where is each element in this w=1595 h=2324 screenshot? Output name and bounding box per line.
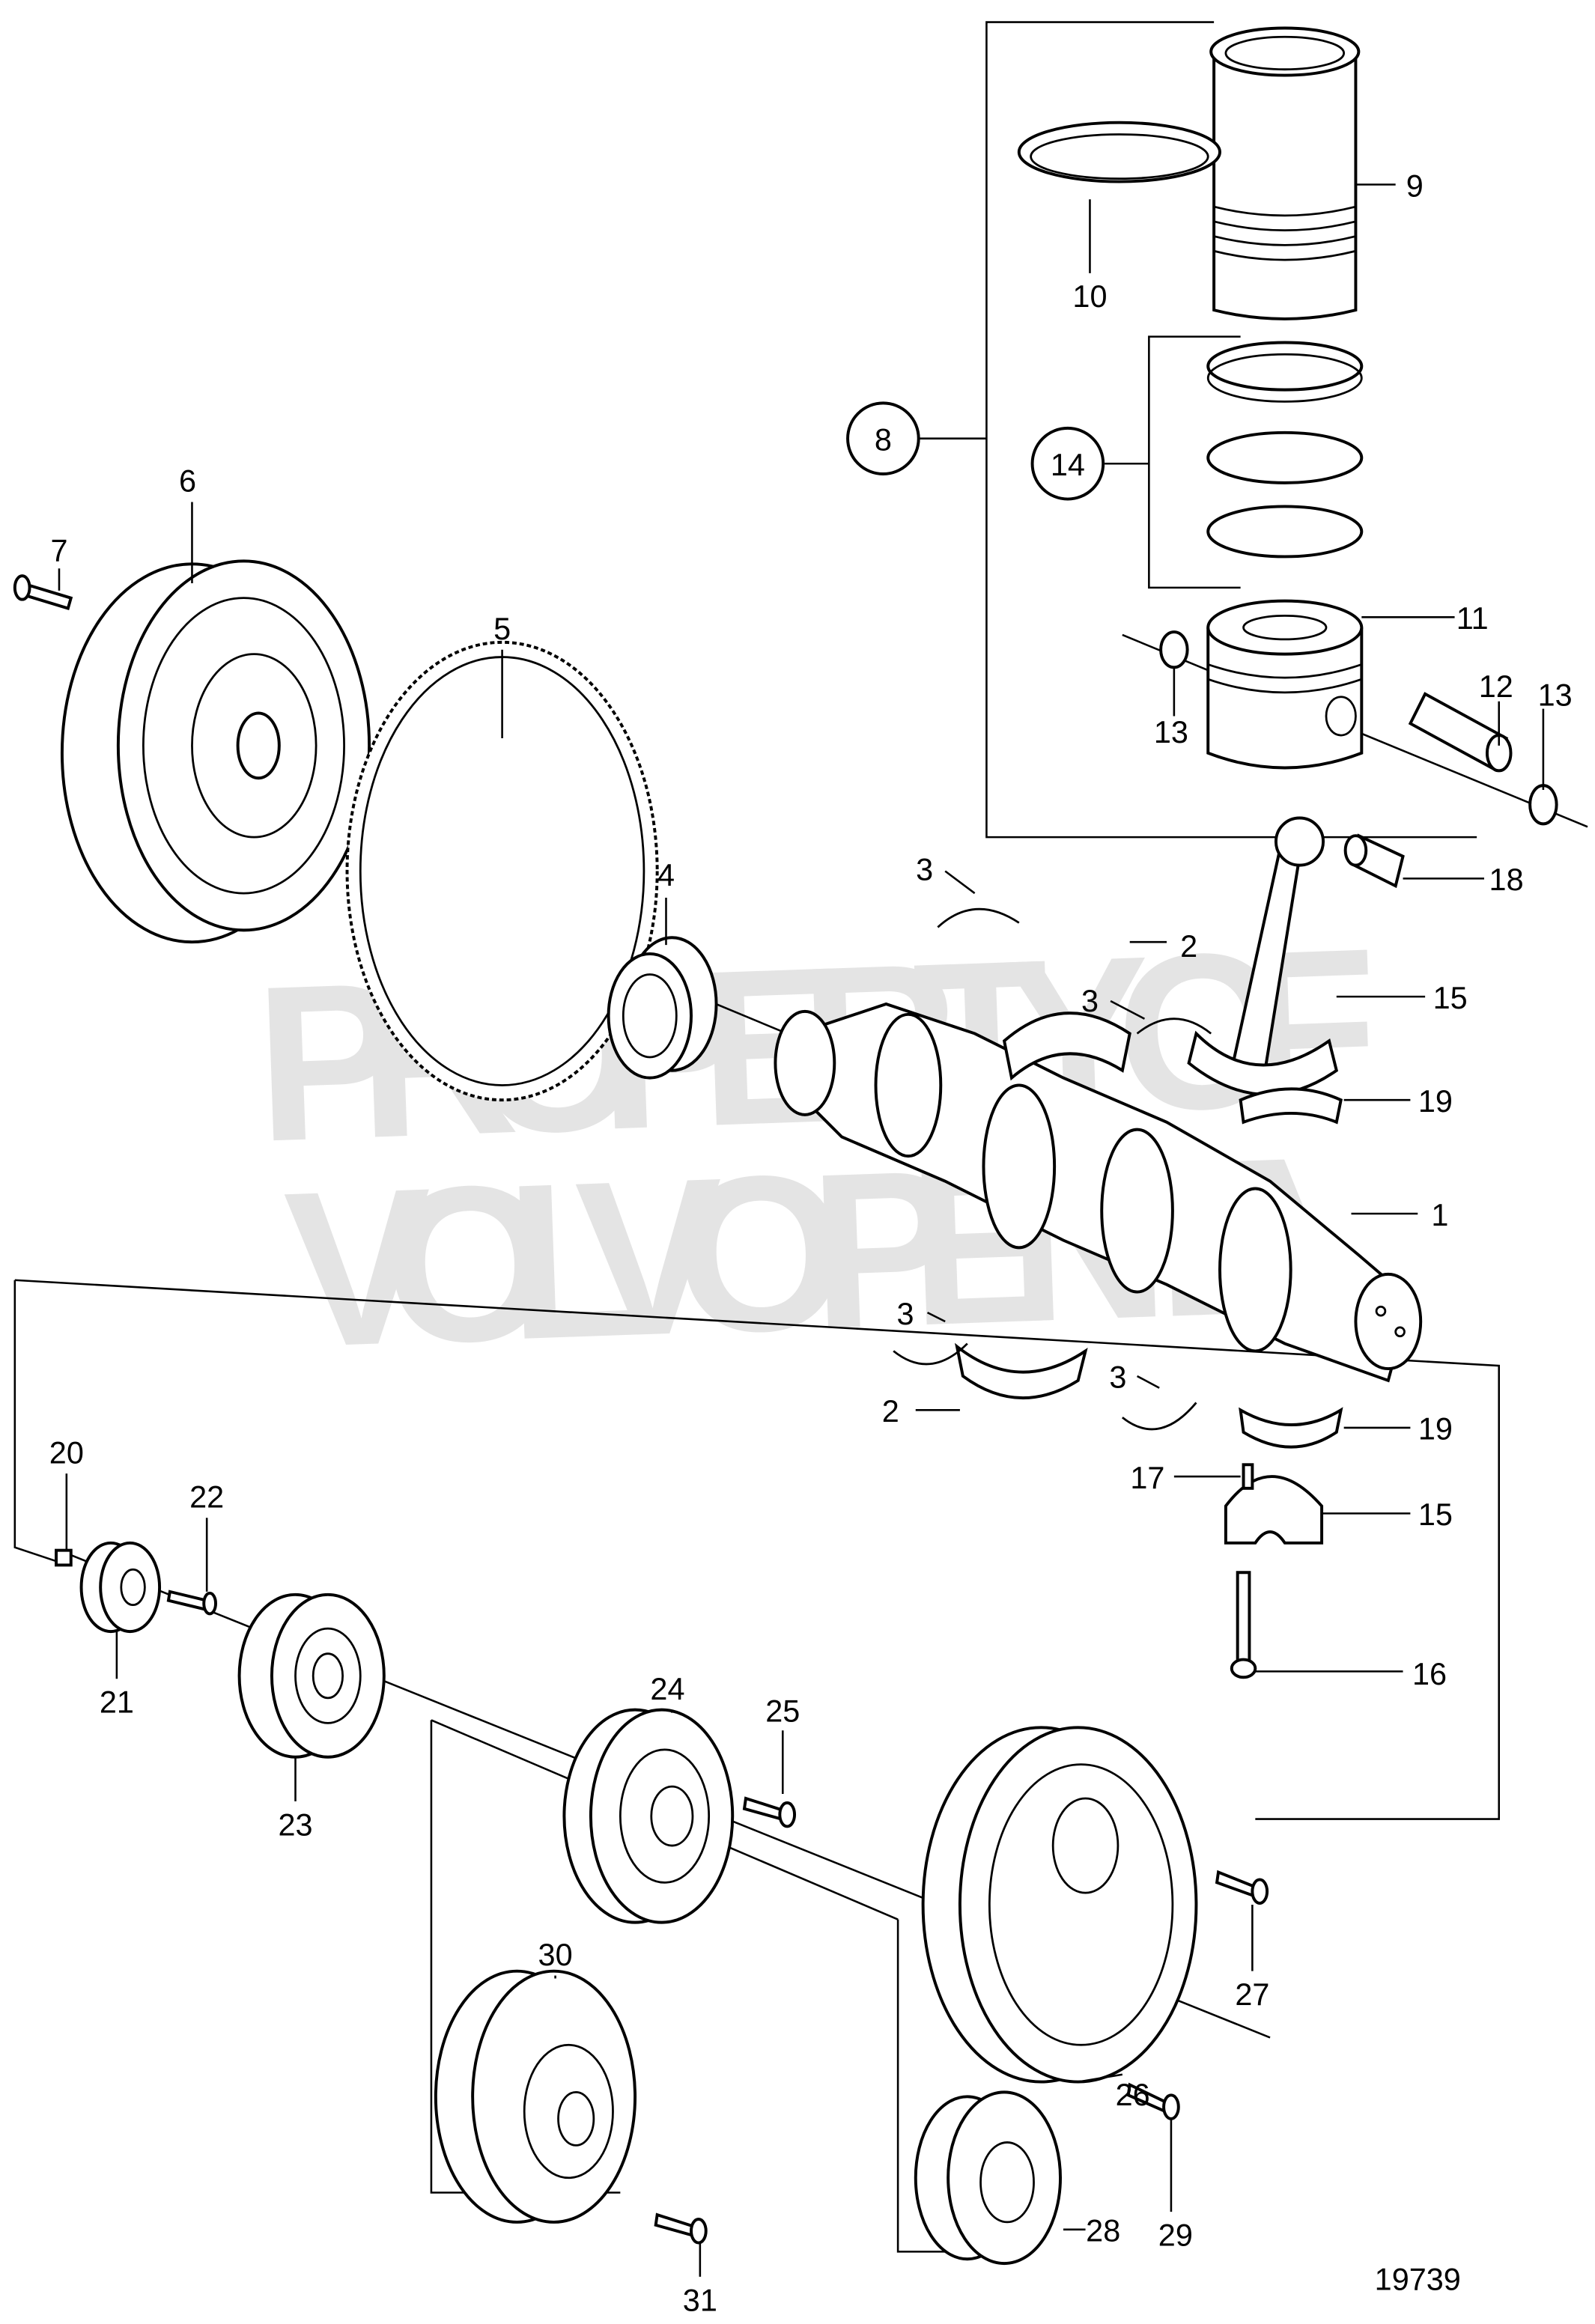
- callout-19: 19: [1418, 1084, 1453, 1119]
- callout-3: 3: [896, 1297, 914, 1331]
- callout-23: 23: [278, 1807, 312, 1842]
- crankshaft: [774, 1002, 1423, 1383]
- callout-7: 7: [50, 533, 67, 568]
- callout-27: 27: [1235, 1977, 1269, 2012]
- assembly-line-pulleys-b: [896, 1919, 946, 2253]
- callout-15: 15: [1418, 1497, 1453, 1532]
- callout-21: 21: [100, 1685, 134, 1720]
- callouts: 9 10 8 14 11 12 13 13 18 6 7 5 4 3 2 3 1…: [49, 168, 1573, 2317]
- callout-24: 24: [650, 1672, 684, 1706]
- connecting-rod: [1187, 816, 1339, 1096]
- callout-13: 13: [1538, 678, 1573, 713]
- connecting-rod-cap: [1224, 1475, 1324, 1545]
- bracket-group-14: [1105, 335, 1241, 589]
- conrod-bearing-lower: [1239, 1407, 1343, 1449]
- callout-11: 11: [1456, 601, 1489, 636]
- flywheel: [60, 559, 371, 944]
- callout-30: 30: [538, 1938, 573, 1972]
- pulley-bolt-31: [654, 2212, 708, 2245]
- main-bearing-lower: [955, 1342, 1088, 1400]
- callout-3: 3: [1109, 1360, 1126, 1395]
- pulley-24: [562, 1708, 735, 1924]
- callout-12: 12: [1479, 669, 1513, 704]
- callout-5: 5: [493, 612, 511, 646]
- callout-25: 25: [765, 1694, 800, 1728]
- thrust-washer-3: [893, 1342, 968, 1366]
- callout-3: 3: [1081, 984, 1099, 1018]
- ring-gear: [345, 640, 659, 1102]
- callout-29: 29: [1158, 2218, 1193, 2252]
- callout-2: 2: [882, 1394, 899, 1429]
- hub: [79, 1541, 162, 1634]
- bushing: [1343, 833, 1405, 889]
- callout-4: 4: [657, 858, 675, 892]
- flywheel-bolt: [13, 574, 73, 610]
- callout-13: 13: [1154, 715, 1188, 749]
- callout-10: 10: [1072, 279, 1107, 314]
- callout-9: 9: [1406, 168, 1424, 203]
- callout-circle-8: [846, 401, 920, 475]
- callout-2: 2: [1180, 929, 1197, 964]
- piston-pin: [1408, 692, 1513, 773]
- thrust-washer-2: [1136, 1017, 1212, 1035]
- connecting-rod-bolt: [1230, 1571, 1257, 1679]
- callout-circle-14: [1030, 426, 1105, 501]
- assembly-line-left: [13, 1279, 1501, 1820]
- piston-rings: [1206, 341, 1364, 559]
- callout-14: 14: [1051, 448, 1085, 482]
- callout-20: 20: [49, 1435, 84, 1470]
- cylinder-liner: [1209, 26, 1361, 320]
- callout-18: 18: [1489, 863, 1524, 897]
- main-bearing-upper: [1002, 1012, 1131, 1081]
- vibration-damper: [237, 1593, 386, 1759]
- plug: [55, 1548, 73, 1567]
- pulley-bolt-29: [1126, 2082, 1180, 2120]
- callout-1: 1: [1431, 1198, 1448, 1232]
- pulley-bolt-25: [742, 1796, 797, 1828]
- callout-15: 15: [1433, 981, 1468, 1015]
- pulley-28: [914, 2090, 1062, 2266]
- thrust-washer-4: [1121, 1402, 1197, 1431]
- dowel-pin: [1242, 1463, 1254, 1490]
- crankshaft-seal: [607, 936, 718, 1080]
- callout-3: 3: [916, 852, 933, 886]
- pulley-26: [921, 1726, 1198, 2084]
- callout-22: 22: [189, 1479, 224, 1514]
- callout-31: 31: [683, 2283, 717, 2317]
- seal-ring: [1017, 121, 1221, 183]
- callout-19: 19: [1418, 1412, 1453, 1447]
- conrod-bearing-upper: [1239, 1087, 1343, 1125]
- callout-8: 8: [875, 422, 892, 457]
- callout-28: 28: [1086, 2214, 1120, 2248]
- callout-26: 26: [1116, 2078, 1150, 2112]
- circlip-right: [1528, 784, 1558, 826]
- circlip-left: [1159, 630, 1189, 669]
- bracket-group-8: [918, 21, 1477, 839]
- callout-6: 6: [179, 464, 196, 499]
- hub-bolt: [166, 1590, 217, 1616]
- diagram-number: 19739: [1375, 2263, 1461, 2297]
- callout-16: 16: [1412, 1657, 1447, 1691]
- piston: [1206, 599, 1364, 770]
- pulley-30: [434, 1969, 637, 2224]
- callout-17: 17: [1130, 1461, 1164, 1495]
- thrust-washer-1: [937, 907, 1020, 928]
- leader-lines: [58, 183, 1545, 2277]
- pulley-bolt-27: [1215, 1870, 1269, 1905]
